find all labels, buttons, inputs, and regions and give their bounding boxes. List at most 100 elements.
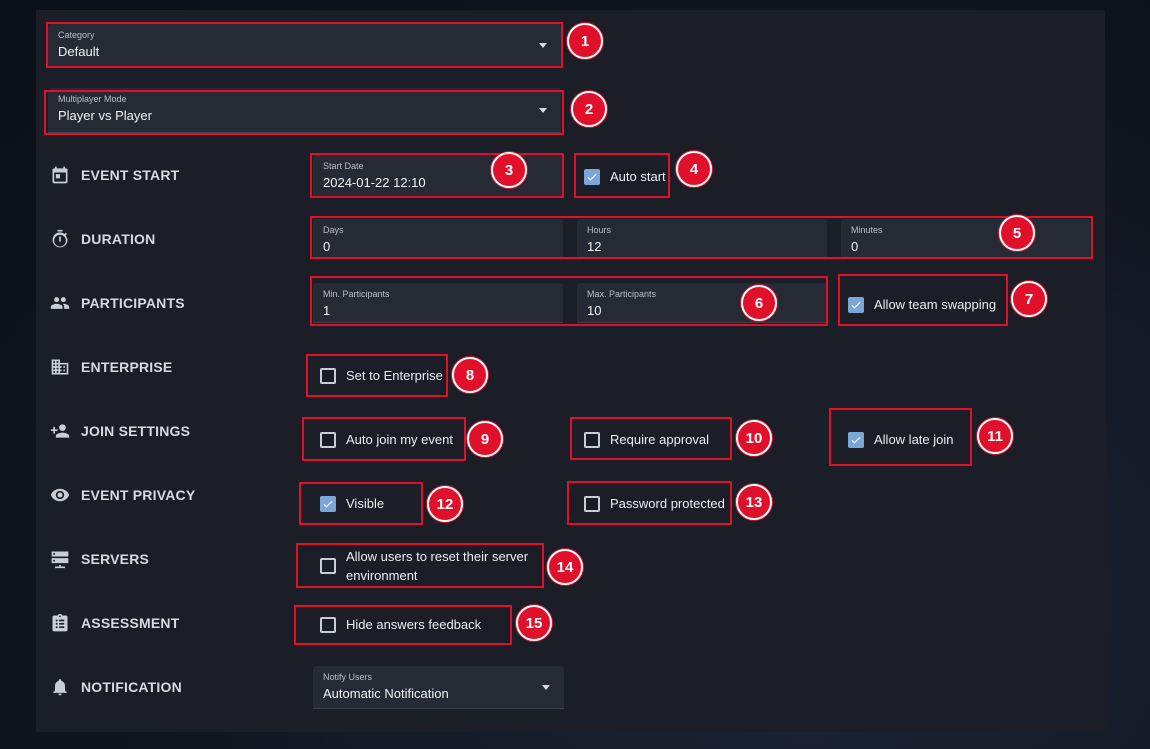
team-swapping-label: Allow team swapping — [874, 297, 997, 312]
section-notification: NOTIFICATION — [81, 679, 182, 695]
annotation-badge: 7 — [1011, 281, 1047, 317]
notify-users-value: Automatic Notification — [323, 686, 449, 701]
checkbox-empty-icon — [320, 431, 336, 448]
visible-label: Visible — [346, 496, 385, 511]
minutes-label: Minutes — [851, 225, 883, 235]
annotation-badge: 15 — [516, 605, 552, 641]
visible-checkbox[interactable]: Visible — [320, 494, 384, 513]
highlight-box — [296, 543, 544, 588]
minutes-value: 0 — [851, 239, 859, 254]
highlight-box — [570, 417, 732, 460]
clipboard-icon — [50, 613, 70, 633]
min-participants-value: 1 — [323, 303, 331, 318]
category-label: Category — [58, 30, 95, 40]
days-input[interactable]: Days 0 — [313, 219, 563, 259]
section-servers: SERVERS — [81, 551, 150, 567]
highlight-box — [838, 274, 1008, 326]
highlight-box — [306, 354, 448, 397]
start-date-label: Start Date — [323, 161, 364, 171]
checkbox-empty-icon — [320, 616, 336, 633]
days-value: 0 — [323, 239, 331, 254]
hours-input[interactable]: Hours 12 — [577, 219, 827, 259]
auto-join-label: Auto join my event — [346, 432, 453, 447]
section-duration: DURATION — [81, 231, 156, 247]
check-icon — [584, 168, 600, 185]
annotation-badge: 12 — [427, 486, 463, 522]
highlight-box — [302, 417, 466, 461]
highlight-box — [46, 22, 563, 68]
annotation-badge: 1 — [567, 23, 603, 59]
password-protected-label: Password protected — [610, 496, 725, 511]
section-event-start: EVENT START — [81, 167, 180, 183]
min-participants-label: Min. Participants — [323, 289, 390, 299]
require-approval-label: Require approval — [610, 432, 710, 447]
auto-start-checkbox[interactable]: Auto start — [584, 167, 666, 186]
section-join-settings: JOIN SETTINGS — [81, 423, 191, 439]
annotation-badge: 14 — [547, 549, 583, 585]
min-participants-input[interactable]: Min. Participants 1 — [313, 283, 563, 323]
section-enterprise: ENTERPRISE — [81, 359, 173, 375]
checkbox-empty-icon — [584, 495, 600, 512]
check-icon — [848, 431, 864, 448]
days-label: Days — [323, 225, 344, 235]
auto-join-checkbox[interactable]: Auto join my event — [320, 430, 453, 449]
checkbox-empty-icon — [320, 367, 336, 384]
annotation-badge: 10 — [736, 420, 772, 456]
team-swapping-checkbox[interactable]: Allow team swapping — [848, 295, 996, 314]
section-event-privacy: EVENT PRIVACY — [81, 487, 196, 503]
max-participants-input[interactable]: Max. Participants 10 — [577, 283, 827, 323]
hours-value: 12 — [587, 239, 602, 254]
annotation-badge: 2 — [571, 91, 607, 127]
notify-users-select[interactable]: Notify Users Automatic Notification — [313, 666, 564, 709]
set-enterprise-checkbox[interactable]: Set to Enterprise — [320, 366, 443, 385]
eye-icon — [50, 485, 70, 505]
timer-icon — [50, 229, 70, 249]
hide-feedback-checkbox[interactable]: Hide answers feedback — [320, 615, 481, 634]
max-participants-label: Max. Participants — [587, 289, 657, 299]
category-select[interactable]: Category Default — [48, 24, 561, 67]
late-join-checkbox[interactable]: Allow late join — [848, 430, 954, 449]
reset-server-checkbox[interactable]: Allow users to reset their server enviro… — [320, 547, 540, 585]
set-enterprise-label: Set to Enterprise — [346, 368, 443, 383]
multiplayer-mode-value: Player vs Player — [58, 108, 152, 123]
annotation-badge: 13 — [736, 484, 772, 520]
section-participants: PARTICIPANTS — [81, 295, 185, 311]
highlight-box — [574, 153, 670, 198]
annotation-badge: 11 — [977, 418, 1013, 454]
highlight-box — [310, 276, 828, 326]
annotation-badge: 4 — [676, 151, 712, 187]
minutes-input[interactable]: Minutes 0 — [841, 219, 1091, 259]
highlight-box — [829, 408, 972, 466]
annotation-badge: 3 — [491, 152, 527, 188]
highlight-box — [310, 216, 1093, 259]
add-person-icon — [50, 421, 70, 441]
checkbox-empty-icon — [320, 558, 336, 574]
annotation-badge: 6 — [741, 285, 777, 321]
max-participants-value: 10 — [587, 303, 602, 318]
building-icon — [50, 357, 70, 377]
hours-label: Hours — [587, 225, 612, 235]
multiplayer-mode-select[interactable]: Multiplayer Mode Player vs Player — [48, 88, 561, 133]
check-icon — [320, 495, 336, 512]
section-assessment: ASSESSMENT — [81, 615, 180, 631]
highlight-box — [310, 153, 564, 198]
chevron-down-icon — [539, 43, 547, 48]
highlight-box — [44, 90, 564, 135]
chevron-down-icon — [539, 108, 547, 113]
multiplayer-mode-label: Multiplayer Mode — [58, 94, 127, 104]
people-icon — [50, 293, 70, 313]
notify-users-label: Notify Users — [323, 672, 373, 682]
server-icon — [50, 549, 70, 569]
annotation-badge: 9 — [467, 421, 503, 457]
hide-feedback-label: Hide answers feedback — [346, 617, 482, 632]
auto-start-label: Auto start — [610, 169, 666, 184]
check-icon — [848, 296, 864, 313]
highlight-box — [294, 605, 512, 645]
chevron-down-icon — [542, 685, 550, 690]
reset-server-label: Allow users to reset their server enviro… — [346, 549, 529, 583]
password-protected-checkbox[interactable]: Password protected — [584, 494, 725, 513]
calendar-icon — [50, 165, 70, 185]
category-value: Default — [58, 44, 100, 59]
annotation-badge: 8 — [452, 357, 488, 393]
require-approval-checkbox[interactable]: Require approval — [584, 430, 709, 449]
